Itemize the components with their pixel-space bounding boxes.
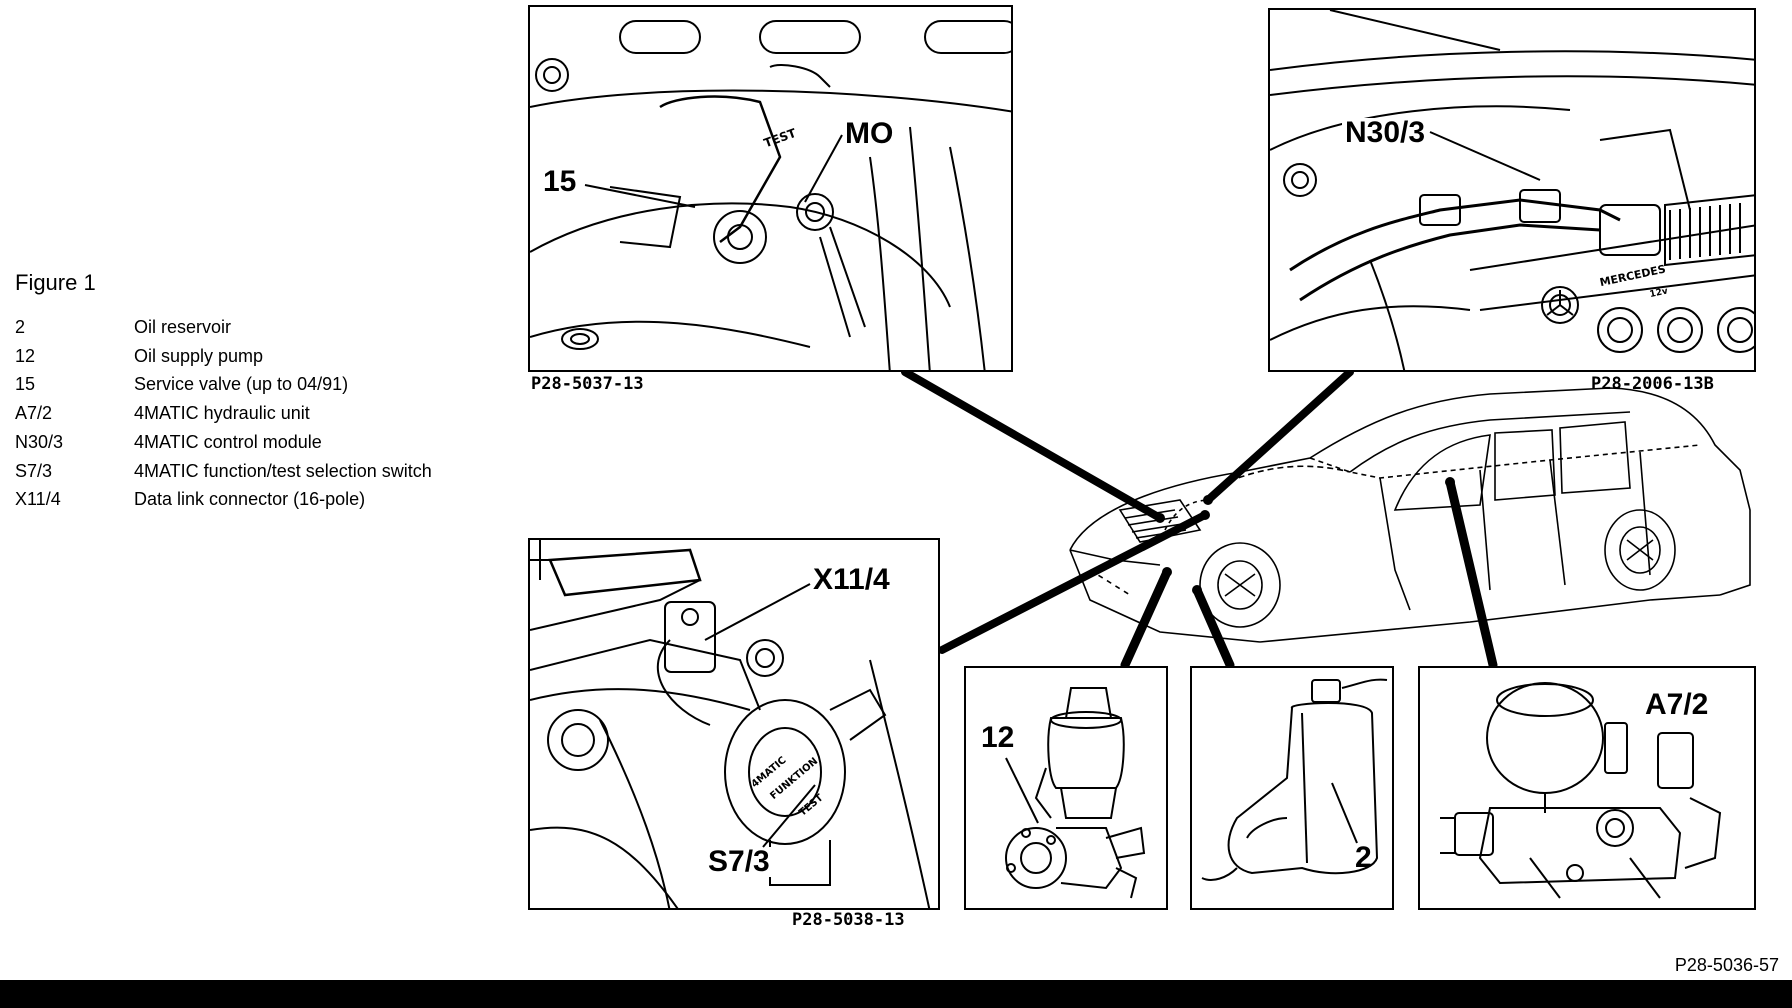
callout-mo: MO — [842, 119, 897, 149]
panel-hydraulic-unit: A7/2 — [1418, 666, 1756, 910]
car-illustration — [1069, 387, 1751, 643]
legend-description: 4MATIC control module — [134, 431, 322, 452]
panel-stamp-text: TEST — [797, 792, 825, 818]
legend-code: X11/4 — [15, 489, 61, 510]
reservoir-sketch — [1201, 678, 1388, 881]
legend-code: 2 — [15, 317, 26, 337]
legend-code: A7/2 — [15, 403, 53, 424]
legend-description: Service valve (up to 04/91) — [134, 374, 349, 395]
panel-reservoir: 2 — [1190, 666, 1394, 910]
leader-dot — [1162, 567, 1172, 577]
legend-description: 4MATIC hydraulic unit — [134, 403, 310, 424]
callout-15: 15 — [540, 167, 580, 197]
control-module-sketch: MERCEDES 12v — [1270, 10, 1754, 370]
callout-12: 12 — [981, 721, 1015, 754]
leader-dot — [1445, 477, 1455, 487]
legend-code: 15 — [15, 374, 36, 395]
legend-description: 4MATIC function/test selection switch — [134, 460, 432, 481]
service-valve-sketch: TEST — [530, 20, 1011, 370]
panel-stamp-text: 12v — [1649, 286, 1669, 300]
legend-description: Oil reservoir — [134, 317, 232, 337]
callout-2: 2 — [1355, 841, 1372, 874]
legend-code: S7/3 — [15, 460, 53, 481]
legend-item: 15 Service valve (up to 04/91) — [15, 370, 432, 399]
photo-code-control-module: P28-2006-13B — [1591, 374, 1714, 394]
panel-stamp-text: MERCEDES — [1599, 262, 1667, 289]
callout-x11-4: X11/4 — [810, 565, 893, 595]
legend-description: Oil supply pump — [134, 345, 264, 366]
legend: 2 Oil reservoir 12 Oil supply pump 15 Servi… — [15, 313, 432, 514]
reference-code: P28-5036-57 — [1674, 955, 1779, 975]
legend-item: 2 Oil reservoir — [15, 313, 432, 342]
leader-line-pump — [1120, 567, 1172, 670]
legend-item: N30/3 4MATIC control module — [15, 428, 432, 457]
photo-code-connector: P28-5038-13 — [792, 910, 905, 930]
photo-code-service-valve: P28-5037-13 — [531, 374, 644, 394]
callout-a7-2: A7/2 — [1645, 688, 1709, 721]
leader-line-hydraulic-unit — [1445, 477, 1498, 670]
panel-service-valve: TEST 15 MO — [528, 5, 1013, 372]
leader-line-control-module — [1204, 368, 1354, 504]
leader-dot — [1203, 495, 1213, 505]
legend-code: 12 — [15, 345, 36, 366]
legend-item: A7/2 4MATIC hydraulic unit — [15, 399, 432, 428]
legend-description: Data link connector (16-pole) — [134, 489, 366, 510]
leader-line-service-valve — [901, 368, 1164, 522]
legend-item: X11/4 Data link connector (16-pole) — [15, 485, 432, 514]
figure-title: Figure 1 — [15, 270, 96, 295]
panel-control-module: MERCEDES 12v N30/3 — [1268, 8, 1756, 372]
legend-code: N30/3 — [15, 431, 64, 452]
callout-s7-3: S7/3 — [705, 847, 773, 877]
legend-item: S7/3 4MATIC function/test selection switc… — [15, 457, 432, 486]
panel-connector: 4MATIC FUNKTION TEST X11/4 S7/3 — [528, 538, 940, 910]
legend-item: 12 Oil supply pump — [15, 342, 432, 371]
hydraulic-unit-sketch — [1440, 682, 1722, 899]
leader-dot — [1200, 510, 1210, 520]
callout-n30-3: N30/3 — [1342, 118, 1429, 148]
leader-line-reservoir — [1192, 585, 1235, 670]
pump-sketch — [1005, 687, 1146, 899]
panel-pump: 12 — [964, 666, 1168, 910]
footer-bar — [0, 980, 1792, 1008]
panel-stamp-text: TEST — [762, 126, 799, 151]
